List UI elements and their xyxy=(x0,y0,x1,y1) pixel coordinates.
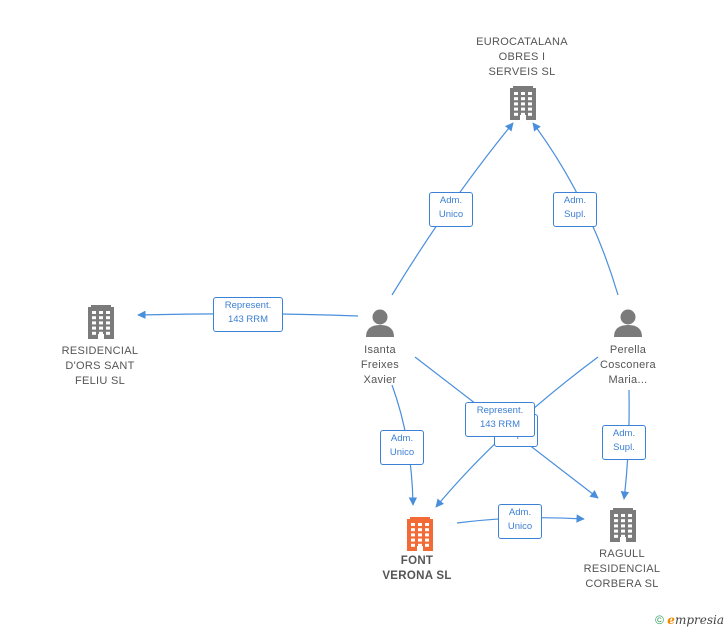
building-icon-residencial-dors[interactable] xyxy=(88,305,114,339)
building-icon-ragull[interactable] xyxy=(610,508,636,542)
person-icon-perella[interactable] xyxy=(614,309,642,338)
node-label-residencial-dors[interactable]: RESIDENCIAL D'ORS SANT FELIU SL xyxy=(61,345,139,387)
node-label-font-verona[interactable]: FONT VERONA SL xyxy=(382,555,452,582)
edge-label-perella-eurocatalana[interactable]: Adm. Supl. xyxy=(553,192,597,227)
person-icon-isanta[interactable] xyxy=(366,309,394,338)
edge-label-isanta-eurocatalana[interactable]: Adm. Unico xyxy=(429,192,473,227)
node-label-eurocatalana[interactable]: EUROCATALANA OBRES I SERVEIS SL xyxy=(476,36,568,78)
edge-label-perella-font-verona[interactable]: Represent. 143 RRM xyxy=(465,402,535,437)
footer-brand: © empresia xyxy=(655,613,724,627)
building-icon-font-verona[interactable] xyxy=(407,517,433,551)
building-icon-eurocatalana[interactable] xyxy=(510,86,536,120)
node-label-ragull[interactable]: RAGULL RESIDENCIAL CORBERA SL xyxy=(583,548,661,590)
node-label-isanta[interactable]: Isanta Freixes Xavier xyxy=(360,344,400,386)
copyright-symbol: © xyxy=(655,613,664,627)
node-label-perella[interactable]: Perella Cosconera Maria... xyxy=(600,344,656,386)
edge-label-isanta-residencial[interactable]: Represent. 143 RRM xyxy=(213,297,283,332)
edge-label-isanta-font-verona[interactable]: Adm. Unico xyxy=(380,430,424,465)
empresia-logo: empresia xyxy=(667,613,724,627)
edge-label-perella-ragull[interactable]: Adm. Supl. xyxy=(602,425,646,460)
edge-label-font-verona-ragull[interactable]: Adm. Unico xyxy=(498,504,542,539)
